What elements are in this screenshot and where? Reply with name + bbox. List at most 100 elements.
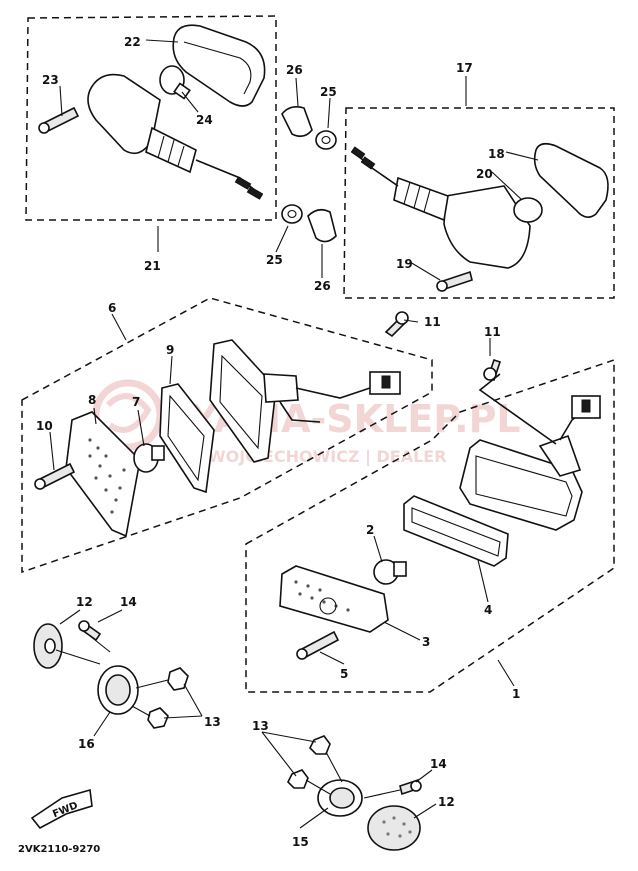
fwd-arrow: FWD [30, 788, 93, 830]
watermark-subtitle: WOJCIECHOWICZ | DEALER [208, 447, 447, 467]
callout-4: 4 [484, 603, 492, 617]
housing-1 [459, 439, 583, 531]
callout-16: 16 [78, 737, 95, 751]
callout-14-right: 14 [430, 757, 447, 771]
screw-5-head [296, 648, 308, 660]
link-lines-left [55, 635, 169, 717]
group-1-box [245, 358, 615, 693]
nut-13-left-b [147, 707, 169, 729]
watermark-logo-swirl [105, 393, 152, 433]
callout-21: 21 [144, 259, 161, 273]
signal-stem-ribs-21 [157, 135, 185, 167]
turn-signal-assembly-17 [343, 107, 615, 299]
side-lamp-assembly-1 [245, 358, 615, 693]
bulb-7-base [151, 445, 165, 461]
callout-26-bottom: 26 [314, 279, 331, 293]
connector-17b [360, 156, 376, 170]
housing-6-socket [263, 373, 299, 403]
callout-2: 2 [366, 523, 374, 537]
callout-12-left: 12 [76, 595, 93, 609]
reflector-assembly-left [33, 620, 189, 729]
callout-26-top: 26 [286, 63, 303, 77]
grommet-26-top [281, 106, 313, 138]
wire-17 [355, 153, 399, 187]
callout-6: 6 [108, 301, 116, 315]
grommet-25-top [315, 130, 337, 150]
callout-numbers: 22 23 24 21 26 25 25 26 17 18 20 19 6 9 … [36, 35, 520, 849]
signal-body-17 [443, 185, 531, 269]
callout-18: 18 [488, 147, 505, 161]
gasket-4-inner [411, 507, 501, 557]
connector-6-pin [381, 375, 391, 389]
screw-23-head [38, 122, 50, 134]
bracket-15-inner [329, 787, 355, 809]
turn-signal-assembly-21 [25, 15, 277, 221]
callout-1: 1 [512, 687, 520, 701]
group-21-box [25, 15, 277, 221]
callout-11-left: 11 [424, 315, 441, 329]
screw-14-right-head [410, 780, 422, 792]
group-17-box [343, 107, 615, 299]
callout-19: 19 [396, 257, 413, 271]
gasket-9-inner [167, 394, 205, 482]
screw-19-head [436, 280, 448, 292]
lens-3-emblem [319, 597, 337, 615]
housing-1-inner [475, 455, 573, 517]
screw-10-head [34, 478, 46, 490]
wire-6b [279, 401, 321, 423]
leader-lines [49, 39, 539, 829]
nut-13-right-a [309, 735, 331, 755]
lens-22-inner [183, 41, 252, 95]
callout-3: 3 [422, 635, 430, 649]
callout-22: 22 [124, 35, 141, 49]
link-lines-right [305, 751, 401, 799]
screw-11-right-head [483, 367, 497, 381]
callout-20: 20 [476, 167, 493, 181]
nut-13-right-b [287, 769, 309, 789]
callout-5: 5 [340, 667, 348, 681]
bulb-2-base [393, 561, 407, 577]
callout-17: 17 [456, 61, 473, 75]
housing-1-back [538, 434, 582, 477]
callout-25-top: 25 [320, 85, 337, 99]
callout-9: 9 [166, 343, 174, 357]
grommet-25-bottom-hole [287, 209, 297, 219]
callout-13-right: 13 [252, 719, 269, 733]
bracket-16-inner [105, 674, 131, 706]
screw-14-left-head [78, 620, 90, 632]
fwd-arrow-shape [30, 788, 93, 830]
connector-21b [246, 186, 264, 200]
callout-15: 15 [292, 835, 309, 849]
signal-body-21 [87, 73, 161, 155]
lens-18 [533, 142, 609, 218]
callout-7: 7 [132, 395, 140, 409]
side-lamp-assembly-6 [21, 297, 433, 574]
housing-6-inner [219, 354, 263, 450]
connector-21a [234, 176, 252, 190]
connector-17a [350, 146, 366, 160]
gasket-4 [403, 495, 509, 567]
lens-3-texture [294, 580, 350, 612]
reflector-12-left-center [44, 638, 56, 654]
grommet-25-top-hole [321, 135, 331, 145]
callout-12-right: 12 [438, 795, 455, 809]
signal-stem-ribs-17 [403, 181, 431, 213]
callout-25-bottom: 25 [266, 253, 283, 267]
callout-24: 24 [196, 113, 213, 127]
nut-13-left-a [167, 667, 189, 691]
group-6-box [21, 297, 433, 574]
grommets [281, 106, 337, 243]
bulb-24-base [173, 82, 191, 100]
grommet-25-bottom [281, 204, 303, 224]
callout-8: 8 [88, 393, 96, 407]
callout-23: 23 [42, 73, 59, 87]
lens-8-texture [88, 438, 126, 514]
callout-13-left: 13 [204, 715, 221, 729]
diagram-code: 2VK2110-9270 [18, 844, 100, 855]
signal-stem-17 [393, 176, 449, 222]
lens-3 [279, 565, 389, 633]
reflector-12-right-texture [382, 816, 412, 838]
reflector-12-right [367, 805, 421, 851]
callout-10: 10 [36, 419, 53, 433]
